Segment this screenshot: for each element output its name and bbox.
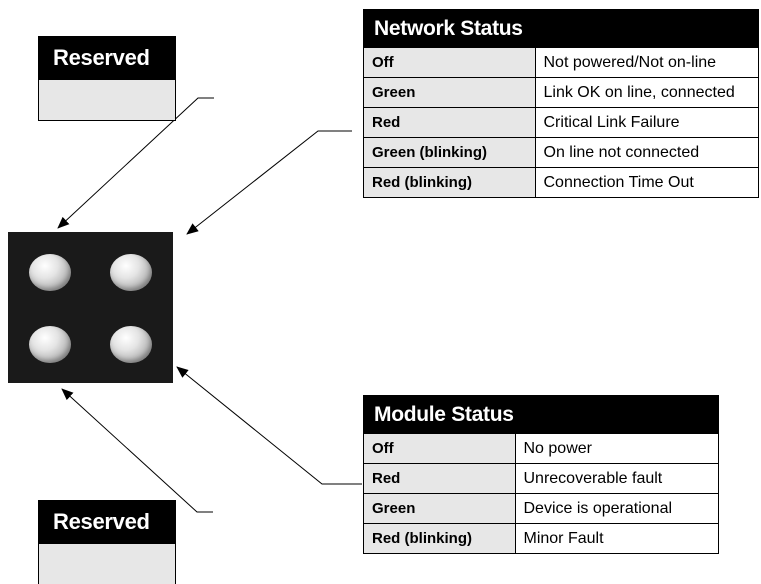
reserved-bottom-leader [61,388,213,513]
state-cell: Red (blinking) [364,167,536,197]
table-row: Green Device is operational [364,493,718,524]
table-row: Red (blinking) Connection Time Out [364,167,758,197]
state-cell: Red [364,107,536,138]
reserved-led-area [39,543,175,584]
table-row: Red Critical Link Failure [364,107,758,138]
table-title: Module Status [364,396,718,433]
table-row: Red Unrecoverable fault [364,463,718,494]
table-row: Red (blinking) Minor Fault [364,523,718,553]
network-status-table: Network Status Off Not powered/Not on-li… [363,9,759,198]
description-cell: No power [515,433,718,464]
description-cell: Critical Link Failure [535,107,758,138]
led-bottom-right [110,326,152,363]
state-cell: Green [364,493,516,524]
reserved-top-leader [57,97,214,229]
description-cell: Not powered/Not on-line [535,47,758,78]
table-title: Network Status [364,10,758,47]
description-cell: Link OK on line, connected [535,77,758,108]
table-row: Green Link OK on line, connected [364,77,758,108]
reserved-led-area [39,79,175,120]
description-cell: Unrecoverable fault [515,463,718,494]
reserved-box-bottom: Reserved [38,500,176,584]
state-cell: Green [364,77,536,108]
led-top-right [110,254,152,291]
state-cell: Off [364,433,516,464]
reserved-box-top: Reserved [38,36,176,121]
state-cell: Red [364,463,516,494]
led-panel [8,232,173,383]
state-cell: Off [364,47,536,78]
reserved-label: Reserved [39,37,175,79]
state-cell: Green (blinking) [364,137,536,168]
description-cell: On line not connected [535,137,758,168]
state-cell: Red (blinking) [364,523,516,553]
network-status-leader [186,130,352,235]
description-cell: Connection Time Out [535,167,758,197]
table-row: Off Not powered/Not on-line [364,47,758,78]
module-status-leader [176,366,362,485]
description-cell: Device is operational [515,493,718,524]
module-status-table: Module Status Off No power Red Unrecover… [363,395,719,554]
led-bottom-left [29,326,71,363]
table-row: Off No power [364,433,718,464]
reserved-label: Reserved [39,501,175,543]
led-top-left [29,254,71,291]
description-cell: Minor Fault [515,523,718,553]
table-row: Green (blinking) On line not connected [364,137,758,168]
